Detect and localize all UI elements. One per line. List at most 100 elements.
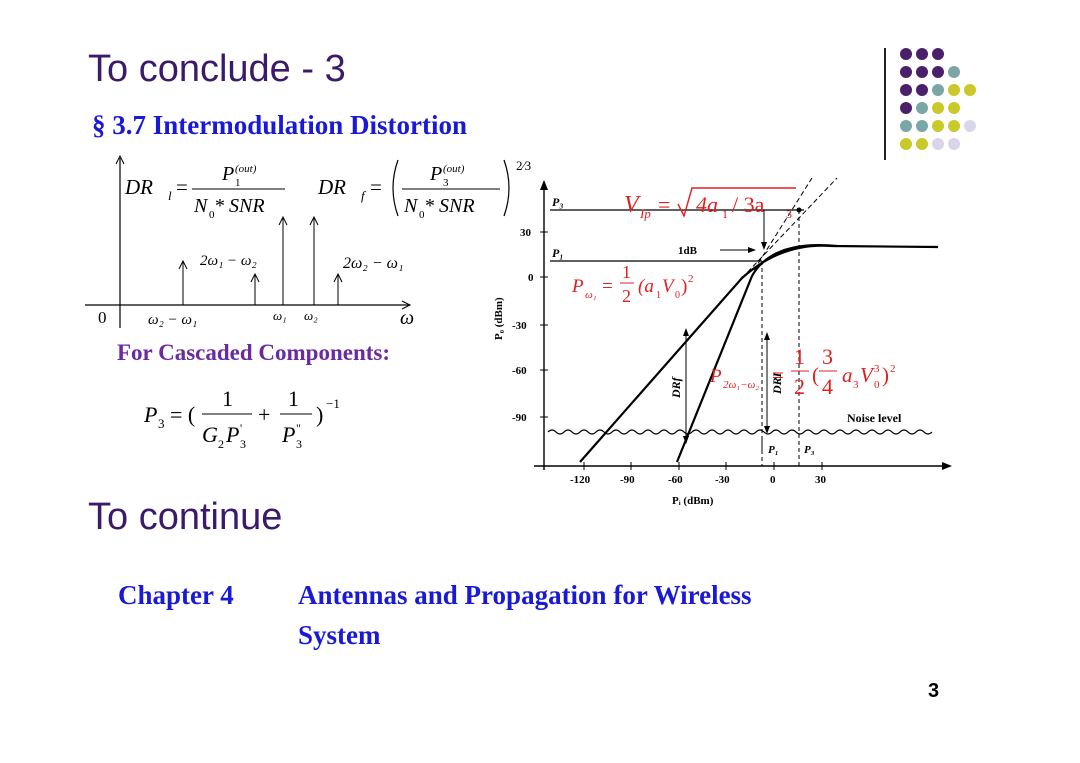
svg-text:V: V <box>624 192 641 218</box>
cascade-formula: P 3 = ( 1 G 2 P 3 ' + 1 P 3 " ) −1 <box>143 386 340 451</box>
y-tick: -90 <box>512 412 527 424</box>
dot-icon <box>900 66 912 78</box>
dot-icon <box>948 138 960 150</box>
exponent: 2⁄3 <box>516 158 531 173</box>
num-l-sub: 1 <box>235 177 241 189</box>
svg-text:P: P <box>281 422 295 447</box>
svg-text:(: ( <box>812 363 819 387</box>
dot-icon <box>916 120 928 132</box>
chapter-label: Chapter 4 <box>118 580 234 610</box>
svg-text:3: 3 <box>786 207 792 221</box>
dot-icon <box>900 138 912 150</box>
origin-label: 0 <box>98 308 107 327</box>
p3-lhs-sub: 3 <box>158 416 165 431</box>
page-number: 3 <box>928 680 940 702</box>
equals-sign: = <box>176 175 188 199</box>
dr-i-label: DRI <box>770 371 784 395</box>
svg-text:−1: −1 <box>326 396 340 411</box>
svg-text:): ) <box>316 402 323 427</box>
one-db-label: 1dB <box>678 245 698 257</box>
svg-text:2: 2 <box>794 374 805 399</box>
svg-text:P: P <box>709 366 722 387</box>
dot-icon <box>932 66 944 78</box>
num-f: P <box>429 163 442 185</box>
svg-text:ω₁: ω₁ <box>585 289 597 301</box>
num-l: P <box>221 163 234 185</box>
p1-bottom-label: P₁ <box>768 444 779 456</box>
den-l-sub: 0 <box>209 209 215 221</box>
svg-text:a: a <box>842 363 853 387</box>
dot-icon <box>900 102 912 114</box>
x-tick: -90 <box>620 474 635 486</box>
label-w2-w1: ω₂ − ω₁ <box>148 312 197 328</box>
svg-text:/ 3a: / 3a <box>732 192 765 217</box>
dot-icon <box>900 48 912 60</box>
noise-level-label: Noise level <box>847 411 902 425</box>
svg-text:3: 3 <box>240 437 246 451</box>
svg-text:': ' <box>240 421 242 435</box>
svg-text:2: 2 <box>890 363 896 375</box>
svg-text:3: 3 <box>874 363 880 375</box>
section-title: 3.7 Intermodulation Distortion <box>112 110 468 140</box>
p3-bottom-label: P₃ <box>804 444 815 456</box>
dot-icon <box>948 102 960 114</box>
label-2w1-w2: 2ω₁ − ω₂ <box>200 253 257 269</box>
equals-sign: = <box>370 175 382 199</box>
p3-lhs: P <box>143 402 157 427</box>
svg-text:4: 4 <box>822 374 833 399</box>
svg-text:3: 3 <box>296 437 302 451</box>
dr-f-lhs: DR <box>317 175 346 199</box>
svg-text:G: G <box>202 422 218 447</box>
svg-text:4a: 4a <box>696 192 718 217</box>
dot-icon <box>932 120 944 132</box>
dot-icon <box>932 48 944 60</box>
svg-text:+: + <box>258 402 270 427</box>
continue-title: To continue <box>88 496 283 538</box>
svg-text:P: P <box>225 422 239 447</box>
x-tick: -60 <box>668 474 683 486</box>
decorative-dot-grid <box>900 48 1010 168</box>
y-tick: 0 <box>528 272 534 284</box>
red-formulas: V Ip = 4a 1 / 3a 3 P ω₁ = 1 2 (a 1 V 0 )… <box>571 187 896 399</box>
dot-icon <box>916 66 928 78</box>
x-tick: 0 <box>770 474 776 486</box>
den-f-sub: 0 <box>419 209 425 221</box>
y-tick: -30 <box>512 320 527 332</box>
divider-line <box>884 48 886 160</box>
im-distortion-graph: 30 0 -30 -60 -90 P₀ (dBm) -120 -90 -60 -… <box>493 177 952 507</box>
svg-text:0: 0 <box>874 379 880 391</box>
den-f: N <box>403 195 419 217</box>
section-heading: § 3.7 Intermodulation Distortion <box>92 110 467 141</box>
dot-icon <box>916 84 928 96</box>
spectrum-diagram: DR l = P (out) 1 N 0 * SNR DR f = P (out… <box>85 154 531 329</box>
section-symbol: § <box>92 110 106 140</box>
svg-text:": " <box>296 421 301 435</box>
svg-text:(a: (a <box>638 276 654 297</box>
cascade-heading: For Cascaded Components: <box>117 340 391 365</box>
svg-text:1: 1 <box>794 344 805 369</box>
svg-text:): ) <box>882 363 889 387</box>
den-l: N <box>193 195 209 217</box>
svg-text:= (: = ( <box>170 402 195 427</box>
num-f-sub: 3 <box>443 177 449 189</box>
dot-icon <box>916 102 928 114</box>
y-tick: 30 <box>520 227 532 239</box>
svg-text:Ip: Ip <box>639 206 651 221</box>
svg-text:2: 2 <box>622 286 631 306</box>
svg-text:=: = <box>772 363 784 387</box>
dot-icon <box>948 66 960 78</box>
slide-title: To conclude - 3 <box>88 48 346 90</box>
svg-text:2ω₁−ω₂: 2ω₁−ω₂ <box>723 379 759 391</box>
dr-l-lhs: DR <box>124 175 153 199</box>
y-tick: -60 <box>512 365 527 377</box>
num-sup: (out) <box>235 163 257 175</box>
svg-text:=: = <box>658 192 670 217</box>
dot-icon <box>900 120 912 132</box>
svg-text:V: V <box>662 276 676 297</box>
dot-icon <box>948 84 960 96</box>
den-f-rest: * SNR <box>424 195 475 217</box>
omega-axis-label: ω <box>400 307 414 329</box>
svg-text:=: = <box>602 276 613 297</box>
svg-text:V: V <box>860 363 875 387</box>
label-2w2-w1: 2ω₂ − ω₁ <box>343 255 404 272</box>
